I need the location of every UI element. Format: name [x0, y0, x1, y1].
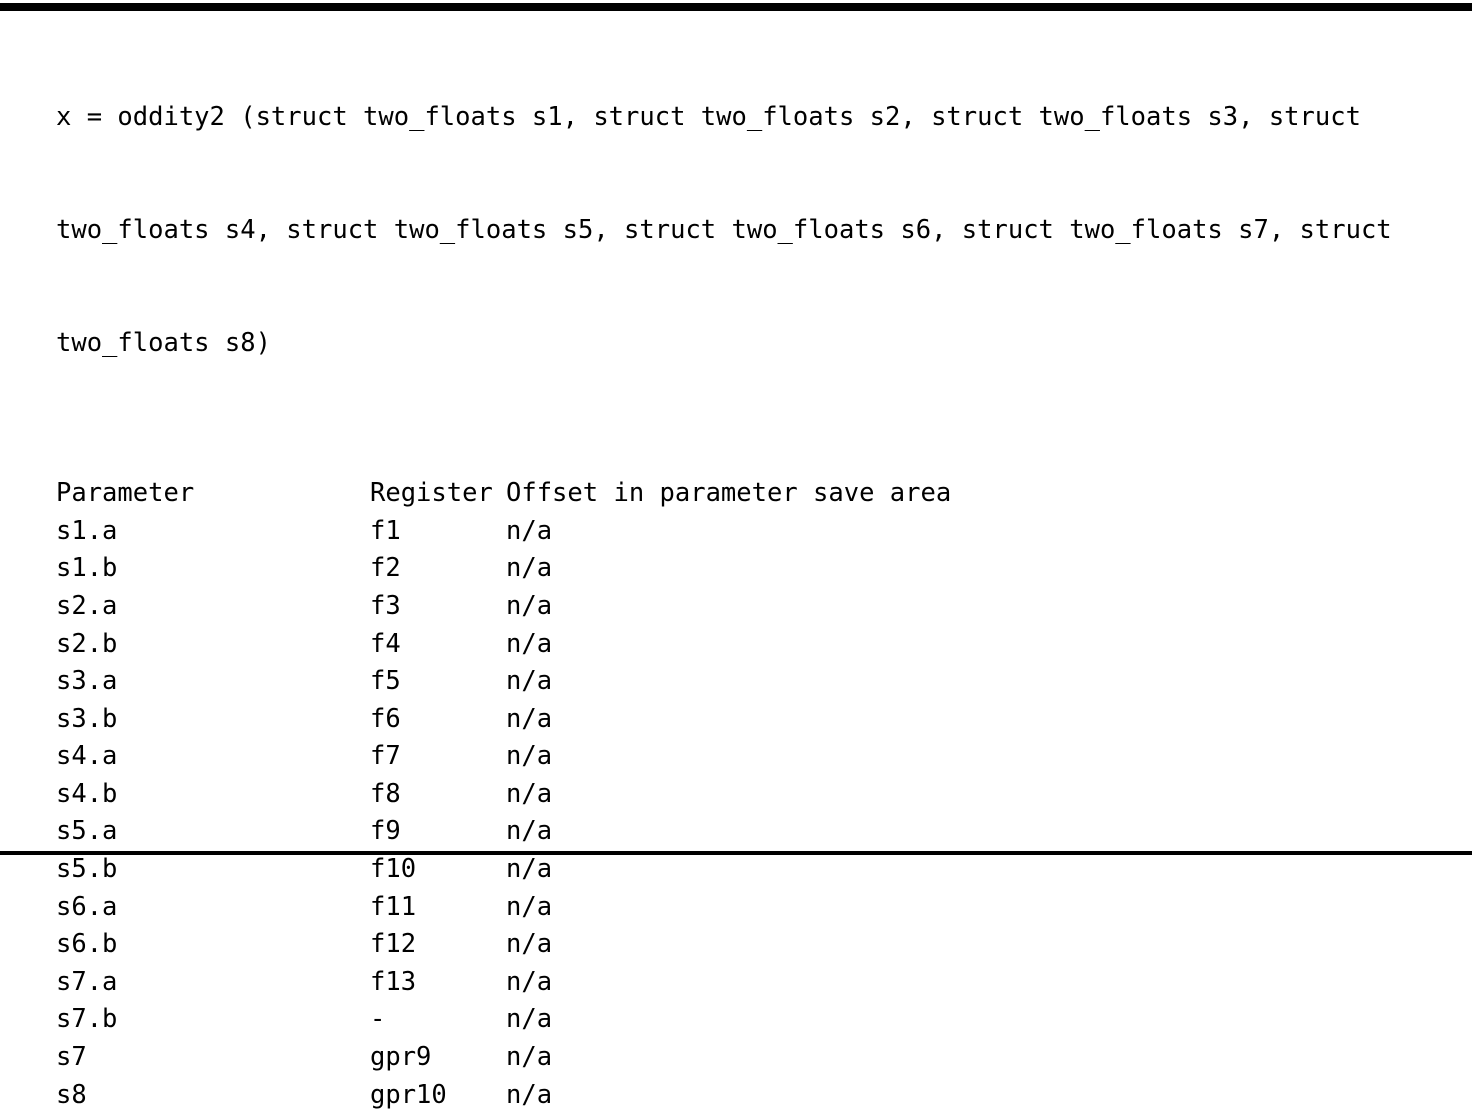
cell-register: f1 [370, 515, 401, 546]
cell-offset: n/a [506, 966, 553, 997]
cell-offset: n/a [506, 666, 553, 697]
table-row: s2.b f4 n/a [56, 626, 951, 664]
cell-parameter: s1.b [56, 553, 118, 584]
cell-offset: n/a [506, 891, 553, 922]
table-row: s2.a f3 n/a [56, 588, 951, 626]
signature-line-2: two_floats s4, struct two_floats s5, str… [56, 214, 1392, 245]
cell-parameter: s6.a [56, 891, 118, 922]
cell-parameter: s1.a [56, 515, 118, 546]
cell-parameter: s3.b [56, 703, 118, 734]
cell-register: f2 [370, 553, 401, 584]
parameter-register-table: Parameter Register Offset in parameter s… [56, 475, 951, 1114]
table-row: s4.a f7 n/a [56, 738, 951, 776]
cell-parameter: s5.b [56, 854, 118, 885]
table-row: s5.a f9 n/a [56, 813, 951, 851]
cell-register: f12 [370, 929, 417, 960]
cell-offset: n/a [506, 1042, 553, 1073]
column-header-register: Register [370, 478, 493, 509]
cell-register: f10 [370, 854, 417, 885]
function-signature-block: x = oddity2 (struct two_floats s1, struc… [56, 24, 1456, 438]
column-header-offset: Offset in parameter save area [506, 478, 952, 509]
table-row: s7.b - n/a [56, 1001, 951, 1039]
cell-register: f13 [370, 966, 417, 997]
cell-register: f7 [370, 741, 401, 772]
cell-offset: n/a [506, 590, 553, 621]
cell-register: - [370, 1004, 386, 1035]
table-row: s7 gpr9 n/a [56, 1039, 951, 1077]
cell-parameter: s6.b [56, 929, 118, 960]
cell-parameter: s4.a [56, 741, 118, 772]
table-row: s6.a f11 n/a [56, 889, 951, 927]
bottom-horizontal-rule [0, 851, 1472, 855]
cell-offset: n/a [506, 515, 553, 546]
table-row: s1.a f1 n/a [56, 513, 951, 551]
cell-offset: n/a [506, 628, 553, 659]
document-page: x = oddity2 (struct two_floats s1, struc… [0, 3, 1472, 1110]
cell-offset: n/a [506, 703, 553, 734]
cell-offset: n/a [506, 816, 553, 847]
table-row: s7.a f13 n/a [56, 964, 951, 1002]
cell-parameter: s5.a [56, 816, 118, 847]
table-row: s8 gpr10 n/a [56, 1077, 951, 1114]
table-row: s4.b f8 n/a [56, 776, 951, 814]
cell-register: f11 [370, 891, 417, 922]
cell-register: f3 [370, 590, 401, 621]
cell-register: f9 [370, 816, 401, 847]
cell-offset: n/a [506, 1004, 553, 1035]
table-header-row: Parameter Register Offset in parameter s… [56, 475, 951, 513]
table-row: s1.b f2 n/a [56, 550, 951, 588]
cell-parameter: s7 [56, 1042, 87, 1073]
cell-offset: n/a [506, 929, 553, 960]
document-content: x = oddity2 (struct two_floats s1, struc… [56, 24, 1456, 1114]
cell-parameter: s2.b [56, 628, 118, 659]
cell-offset: n/a [506, 741, 553, 772]
cell-offset: n/a [506, 778, 553, 809]
table-row: s3.a f5 n/a [56, 663, 951, 701]
top-horizontal-rule [0, 3, 1472, 11]
table-row: s3.b f6 n/a [56, 701, 951, 739]
cell-register: f5 [370, 666, 401, 697]
cell-parameter: s2.a [56, 590, 118, 621]
cell-register: f8 [370, 778, 401, 809]
signature-line-1: x = oddity2 (struct two_floats s1, struc… [56, 102, 1361, 133]
cell-offset: n/a [506, 1079, 553, 1110]
spacer [56, 438, 1456, 476]
table-row: s6.b f12 n/a [56, 926, 951, 964]
table-row: s5.b f10 n/a [56, 851, 951, 889]
cell-register: gpr10 [370, 1079, 447, 1110]
cell-parameter: s4.b [56, 778, 118, 809]
column-header-parameter: Parameter [56, 478, 195, 509]
cell-parameter: s3.a [56, 666, 118, 697]
cell-parameter: s7.a [56, 966, 118, 997]
cell-offset: n/a [506, 854, 553, 885]
cell-parameter: s8 [56, 1079, 87, 1110]
cell-register: f6 [370, 703, 401, 734]
cell-register: gpr9 [370, 1042, 432, 1073]
cell-offset: n/a [506, 553, 553, 584]
cell-parameter: s7.b [56, 1004, 118, 1035]
cell-register: f4 [370, 628, 401, 659]
table-header: Parameter Register Offset in parameter s… [56, 475, 951, 513]
signature-line-3: two_floats s8) [56, 327, 271, 358]
